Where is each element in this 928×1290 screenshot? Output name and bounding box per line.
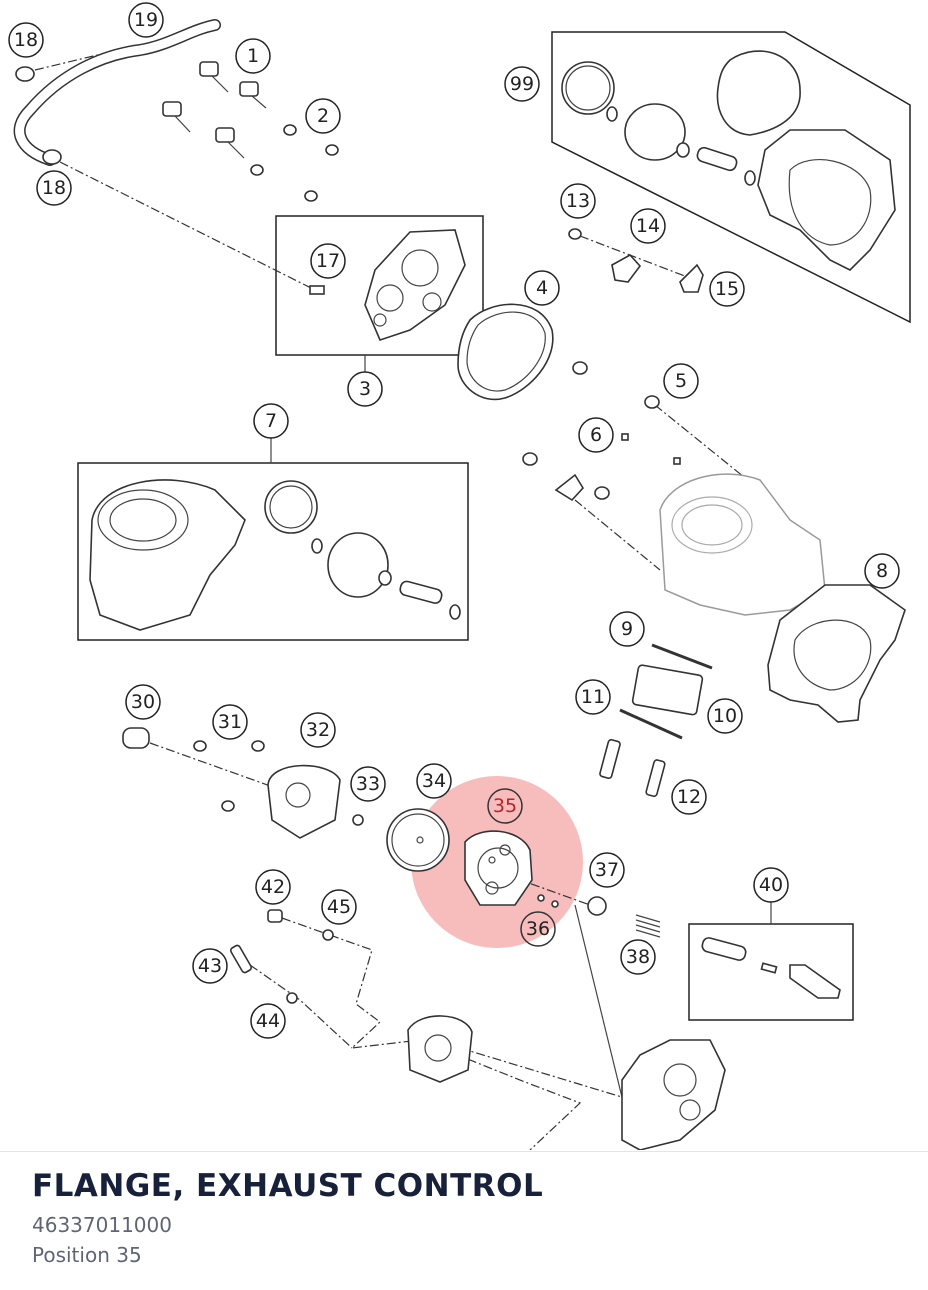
svg-text:99: 99	[510, 73, 534, 95]
svg-text:5: 5	[675, 370, 687, 392]
svg-text:2: 2	[317, 105, 329, 127]
part-8-base-gasket	[767, 584, 906, 723]
callout-label-35: 35	[487, 788, 523, 824]
callout-label-45: 45	[321, 889, 357, 925]
callout-label-33: 33	[350, 766, 386, 802]
svg-text:35: 35	[493, 795, 517, 817]
parts-36-38	[537, 894, 661, 938]
group-3-box	[275, 215, 484, 356]
svg-text:32: 32	[306, 719, 330, 741]
svg-text:19: 19	[134, 9, 158, 31]
callout-label-7: 7	[253, 403, 289, 439]
svg-text:4: 4	[536, 277, 548, 299]
part-99-kit	[561, 50, 896, 271]
callout-label-18-bottom: 18	[36, 170, 72, 206]
part-4-head-gasket	[457, 303, 554, 401]
svg-text:11: 11	[581, 686, 605, 708]
exploded-parts-diagram: 1 2 3 4 5 6 7 8 9 10 11 12 13 14 15 17 1…	[8, 2, 911, 1150]
kit-99-box	[551, 31, 911, 324]
callout-label-1: 1	[235, 38, 271, 74]
svg-text:43: 43	[198, 955, 222, 977]
group-40-contents	[701, 937, 841, 999]
svg-text:18: 18	[42, 177, 66, 199]
callout-label-36: 36	[520, 911, 556, 947]
group-7-cylinder-kit	[89, 479, 461, 631]
parts-42-45	[229, 909, 334, 1004]
callout-label-43: 43	[192, 948, 228, 984]
svg-text:37: 37	[595, 859, 619, 881]
svg-text:42: 42	[261, 876, 285, 898]
callout-label-13: 13	[560, 183, 596, 219]
footer-divider	[0, 1151, 928, 1152]
callout-label-18-top: 18	[8, 22, 44, 58]
callout-label-12: 12	[671, 779, 707, 815]
svg-text:18: 18	[14, 29, 38, 51]
callout-label-30: 30	[125, 684, 161, 720]
part-info-footer: FLANGE, EXHAUST CONTROL 46337011000 Posi…	[32, 1168, 908, 1267]
callout-label-3: 3	[347, 371, 383, 407]
callout-label-31: 31	[212, 704, 248, 740]
parts-30-33	[122, 727, 364, 839]
parts-13-14-15	[568, 228, 704, 293]
part-2-washers	[250, 124, 339, 202]
callout-label-10: 10	[707, 698, 743, 734]
callout-label-32: 32	[300, 712, 336, 748]
svg-text:45: 45	[327, 896, 351, 918]
svg-text:31: 31	[218, 711, 242, 733]
svg-text:44: 44	[256, 1010, 280, 1032]
svg-text:33: 33	[356, 773, 380, 795]
svg-text:14: 14	[636, 215, 660, 237]
svg-text:17: 17	[316, 250, 340, 272]
svg-text:8: 8	[876, 560, 888, 582]
callout-label-15: 15	[709, 271, 745, 307]
callout-label-19: 19	[128, 2, 164, 38]
callout-label-38: 38	[620, 939, 656, 975]
callout-label-14: 14	[630, 208, 666, 244]
svg-text:38: 38	[626, 946, 650, 968]
parts-9-12	[599, 643, 713, 798]
svg-text:13: 13	[566, 190, 590, 212]
lower-assembly	[407, 1015, 726, 1150]
callout-label-44: 44	[250, 1003, 286, 1039]
callout-label-5: 5	[663, 363, 699, 399]
part-35-exhaust-control-flange	[464, 830, 533, 906]
callout-label-2: 2	[305, 98, 341, 134]
svg-text:1: 1	[247, 45, 259, 67]
svg-text:12: 12	[677, 786, 701, 808]
svg-text:3: 3	[359, 378, 371, 400]
svg-text:36: 36	[526, 918, 550, 940]
callout-label-34: 34	[416, 763, 452, 799]
svg-text:9: 9	[621, 618, 633, 640]
svg-text:30: 30	[131, 691, 155, 713]
callout-label-4: 4	[524, 270, 560, 306]
cylinder-nuts-and-pins	[522, 361, 681, 502]
callout-label-11: 11	[575, 679, 611, 715]
callout-label-9: 9	[609, 611, 645, 647]
callout-label-8: 8	[864, 553, 900, 589]
svg-text:7: 7	[265, 410, 277, 432]
svg-text:15: 15	[715, 278, 739, 300]
callout-label-99: 99	[504, 66, 540, 102]
part-title: FLANGE, EXHAUST CONTROL	[32, 1168, 544, 1204]
callout-label-17: 17	[310, 243, 346, 279]
cylinder-outline	[659, 473, 826, 616]
part-1-bolts	[162, 61, 267, 159]
part-18-clamps	[15, 66, 62, 165]
svg-text:34: 34	[422, 770, 446, 792]
part-position: Position 35	[32, 1243, 142, 1267]
part-3-cylinder-head	[309, 229, 466, 341]
leader-lines	[34, 51, 772, 1150]
svg-text:40: 40	[759, 874, 783, 896]
part-number: 46337011000	[32, 1213, 172, 1237]
callout-label-6: 6	[578, 417, 614, 453]
part-34-diaphragm	[386, 808, 450, 872]
callout-label-40: 40	[753, 867, 789, 903]
svg-text:10: 10	[713, 705, 737, 727]
svg-text:6: 6	[590, 424, 602, 446]
callout-label-37: 37	[589, 852, 625, 888]
callout-label-42: 42	[255, 869, 291, 905]
group-7-box	[77, 462, 469, 641]
